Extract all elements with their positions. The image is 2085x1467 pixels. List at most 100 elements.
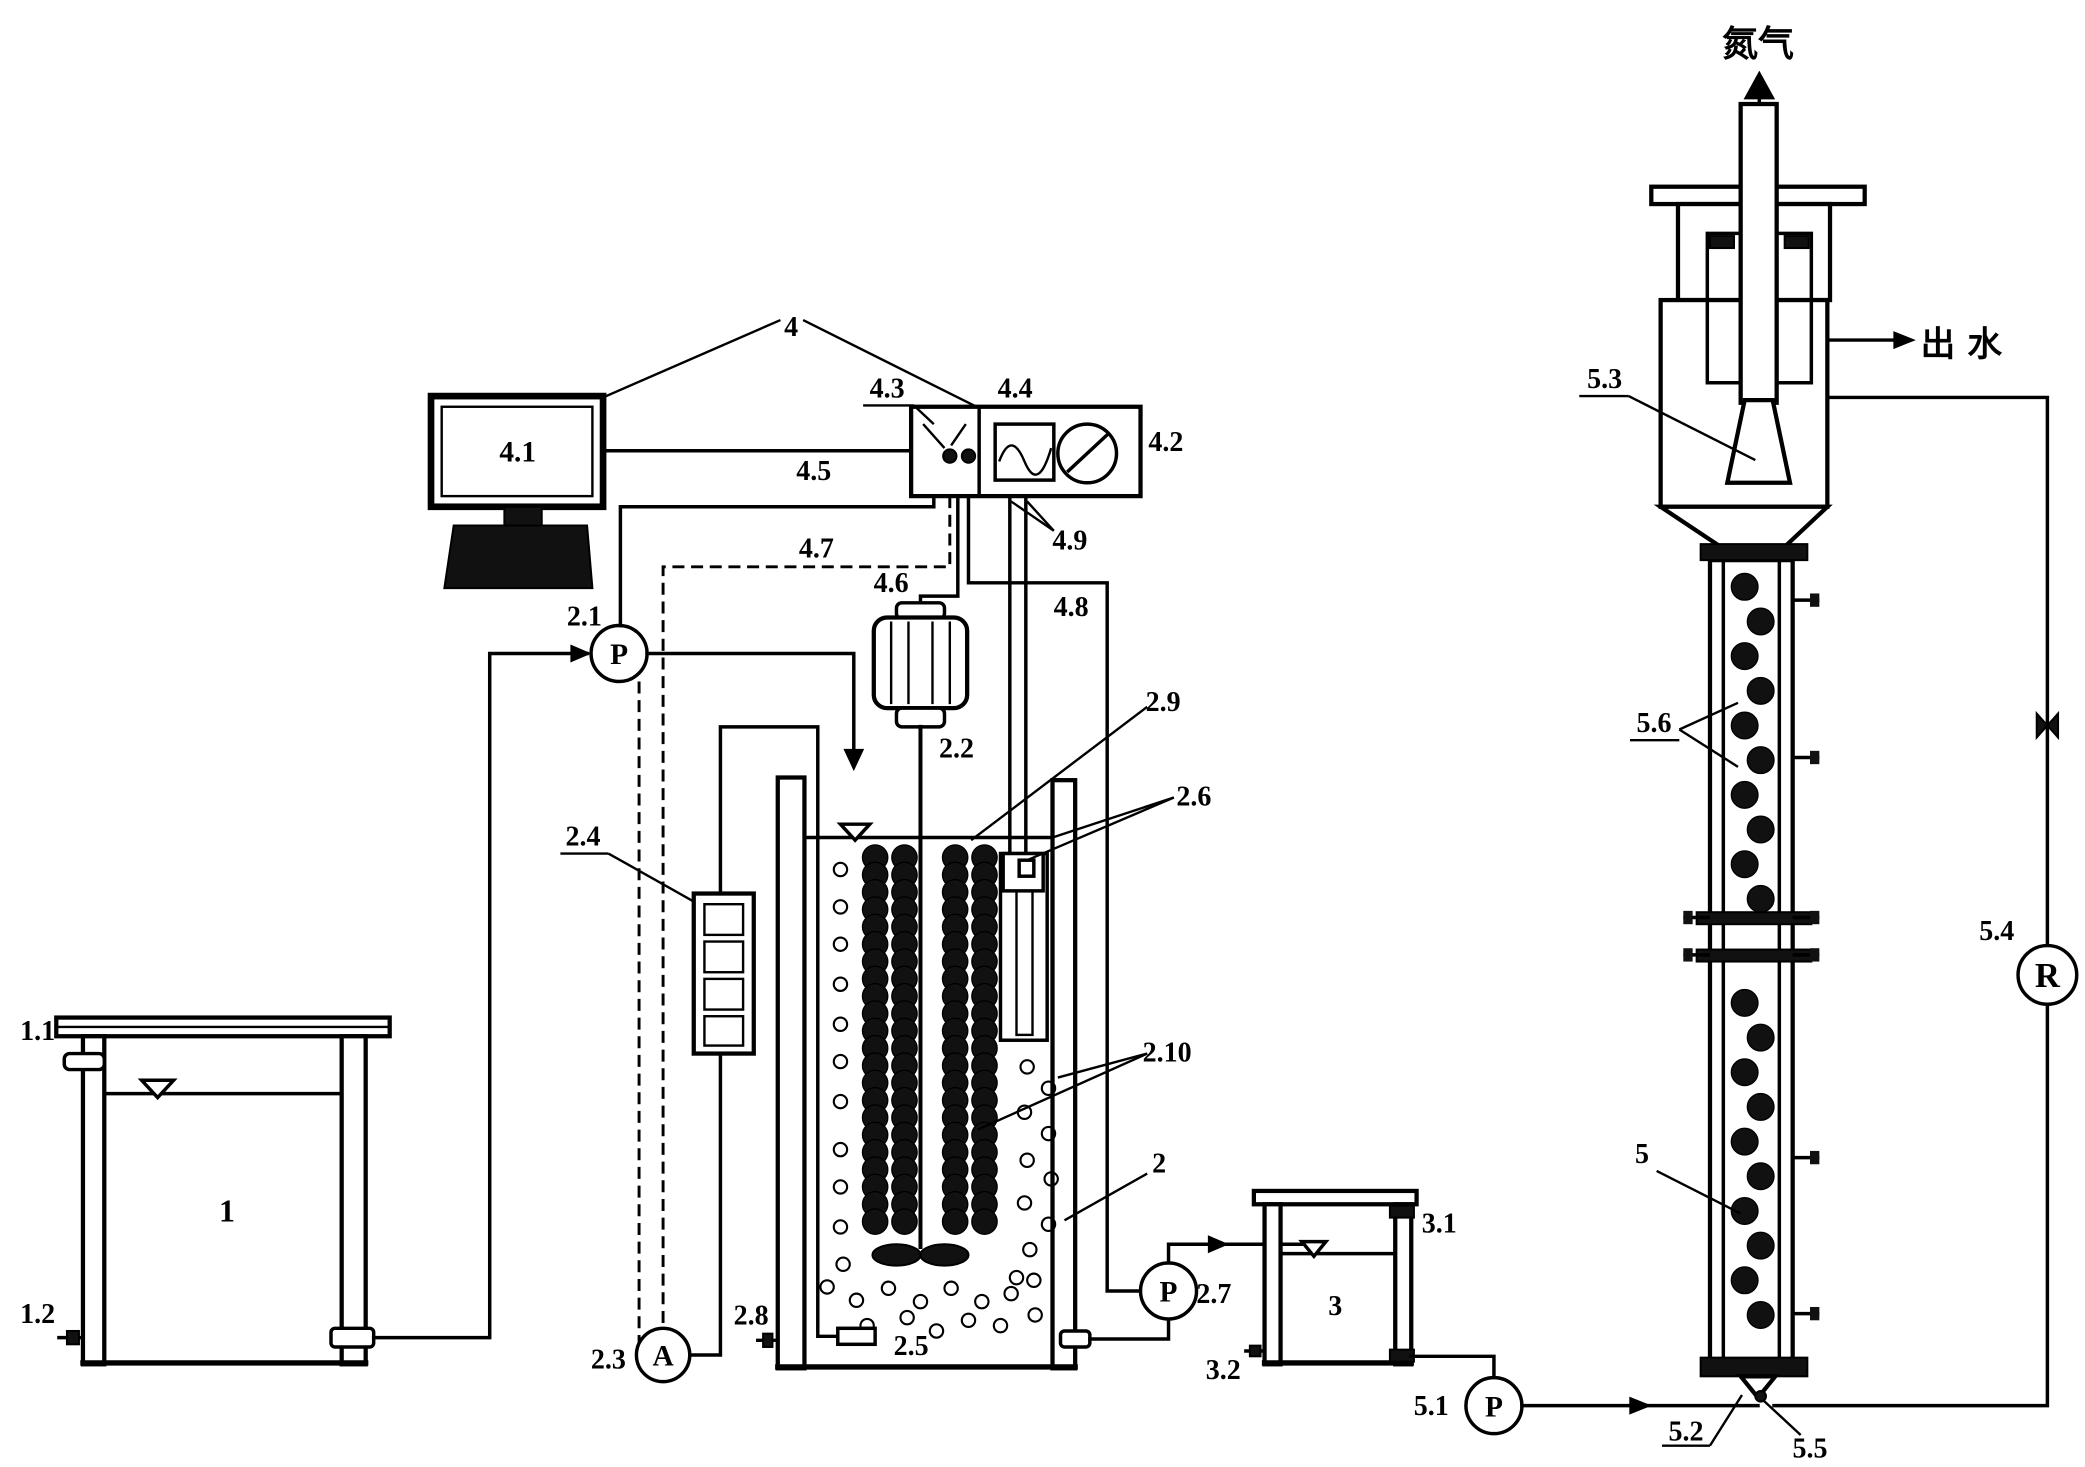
- signal-line-pump-air: [636, 681, 641, 1357]
- leader-4-3: [912, 404, 935, 425]
- bubble: [832, 1179, 849, 1195]
- bubble: [1003, 1285, 1019, 1302]
- pump-to-reactor-pipe: [645, 651, 856, 757]
- monitor-stand: [503, 505, 543, 527]
- leader-2: [1063, 1172, 1148, 1222]
- label-5-3: 5.3: [1587, 364, 1622, 395]
- tank-3-lid: [1251, 1188, 1419, 1207]
- label-2-1: 2.1: [567, 601, 602, 632]
- sampling-port-cap: [1810, 593, 1820, 607]
- inlet-valve-5-5: [1754, 1389, 1767, 1403]
- sampling-port-cap: [1683, 948, 1693, 962]
- bubble: [943, 1280, 959, 1297]
- leader-4-9-a: [1010, 500, 1055, 532]
- bubble: [1040, 1216, 1057, 1233]
- separator-cone: [1653, 504, 1833, 549]
- label-3: 3: [1328, 1291, 1342, 1322]
- leader-5-3: [1628, 395, 1756, 462]
- packing-ball: [1730, 1266, 1759, 1295]
- bubble: [1040, 1125, 1057, 1142]
- drain-fitting-2-8: [762, 1332, 774, 1348]
- label-5-5: 5.5: [1793, 1434, 1828, 1465]
- effluent-arrow-icon: [1893, 331, 1916, 350]
- level-marker-icon: [836, 822, 874, 843]
- valve-icon: [2035, 710, 2060, 741]
- thread-right: [1783, 235, 1810, 250]
- labels: 氮气 出 水 4 4.1 4.2 4.3 4.4 4.5 4.6 4.7 4.8…: [20, 24, 2014, 1465]
- packing-ball: [1730, 780, 1759, 809]
- fiber-ball: [891, 1208, 918, 1235]
- leader-2-10-a: [1057, 1052, 1148, 1079]
- bubble: [819, 1279, 835, 1295]
- feed-pump-symbol: P: [610, 639, 628, 671]
- packing-ball: [1730, 572, 1759, 601]
- label-3-2: 3.2: [1206, 1355, 1241, 1386]
- bubble: [912, 1293, 929, 1310]
- leader-5-6-a: [1678, 701, 1739, 731]
- packing-ball: [1746, 746, 1775, 775]
- sampling-port-cap: [1810, 910, 1820, 925]
- label-4-2: 4.2: [1148, 427, 1183, 458]
- flowmeter-cell: [703, 903, 745, 937]
- sampling-port-cap: [1810, 750, 1820, 765]
- feed-pump-2-1: P: [589, 623, 649, 684]
- label-2-5: 2.5: [894, 1331, 929, 1362]
- label-5-6: 5.6: [1636, 708, 1671, 739]
- bubble: [960, 1312, 977, 1329]
- fiber-bundles: [861, 844, 998, 1235]
- air-pump-symbol: A: [652, 1341, 673, 1373]
- leader-2-6-b: [1052, 796, 1175, 839]
- leader-5-2: [1708, 1394, 1744, 1447]
- flange-bottom: [1699, 1356, 1809, 1378]
- bubble: [832, 1093, 849, 1110]
- label-2-8: 2.8: [734, 1300, 769, 1331]
- monitor-frame: [427, 392, 607, 511]
- tank-1-outlet-fitting: [329, 1326, 376, 1349]
- tank-1-drain-fitting: [65, 1329, 80, 1346]
- fiber-ball: [941, 1208, 969, 1235]
- flowmeter-housing: [691, 891, 756, 1056]
- leader-4-to-computer: [602, 318, 781, 399]
- air-line-lower: [688, 1051, 723, 1357]
- fiber-ball: [861, 1208, 889, 1235]
- transfer-pump-2-7: P: [1138, 1261, 1199, 1321]
- relay-arm-right: [950, 423, 967, 447]
- flange-top: [1699, 543, 1809, 562]
- label-2-3: 2.3: [591, 1344, 626, 1375]
- packing-ball: [1746, 676, 1775, 705]
- label-5-4: 5.4: [1979, 916, 2014, 947]
- packing-ball: [1730, 1127, 1759, 1156]
- recirculation-pump-5-4: R: [2016, 943, 2079, 1006]
- gauge-needle: [1066, 432, 1110, 474]
- reactor-inlet-arrow-icon: [843, 748, 865, 772]
- motor-body: [871, 615, 970, 711]
- signal-line-4-8: [966, 494, 1143, 1293]
- packing-ball: [1730, 850, 1759, 879]
- label-5: 5: [1635, 1139, 1649, 1170]
- aerator-2-5: [836, 1326, 877, 1347]
- monitor-screen: [440, 405, 594, 498]
- leader-5-6-b: [1678, 728, 1739, 768]
- bubble: [832, 936, 849, 952]
- controller-4-2: [909, 404, 1143, 499]
- label-4-4: 4.4: [998, 373, 1033, 404]
- reactor-2-outlet-fitting: [1058, 1329, 1092, 1349]
- packing-ball: [1746, 1162, 1775, 1191]
- keyboard-base: [443, 524, 594, 590]
- signal-line-4-5: [618, 494, 936, 628]
- signal-line-4-6: [918, 494, 960, 606]
- flowmeter-cell: [703, 977, 745, 1011]
- packing-ball: [1746, 607, 1775, 636]
- column-feed-arrow-icon: [1629, 1396, 1652, 1415]
- label-4-3: 4.3: [870, 373, 905, 404]
- bubble: [1027, 1307, 1043, 1323]
- label-3-1: 3.1: [1422, 1208, 1457, 1239]
- gas-outlet-tube: [1738, 101, 1779, 405]
- effluent-label: 出 水: [1921, 325, 2003, 365]
- sampling-port-cap: [1810, 1150, 1820, 1165]
- recirculation-pump-symbol: R: [2035, 957, 2061, 995]
- packing-ball: [1746, 1300, 1775, 1329]
- bubble: [1040, 1080, 1057, 1096]
- computer-4-1: [427, 392, 607, 590]
- packing-ball: [1730, 642, 1759, 671]
